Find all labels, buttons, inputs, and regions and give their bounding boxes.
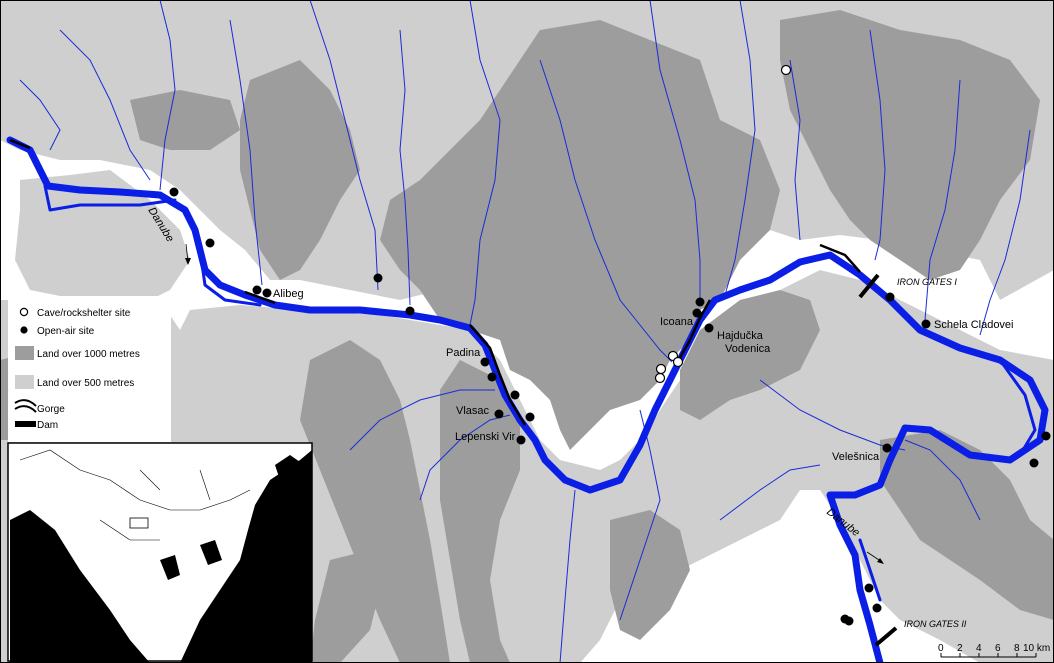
legend: Cave/rockshelter site Open-air site Land… xyxy=(8,296,171,442)
gorge-icon xyxy=(14,399,37,413)
cave-sites xyxy=(654,64,792,384)
open-air-site xyxy=(864,583,874,593)
site-labels: Alibeg Padina Vlasac Lepenski Vir Icoana… xyxy=(273,288,1014,463)
dark-grey-swatch xyxy=(15,346,34,360)
scale-tick-2: 2 xyxy=(957,643,963,654)
legend-box xyxy=(8,296,171,442)
scale-bar: 0 2 4 6 8 10 km xyxy=(938,643,1050,658)
open-air-site xyxy=(252,285,262,295)
legend-label-dam: Dam xyxy=(37,420,58,431)
iron-gates-ii-dam xyxy=(874,626,898,647)
cave-site xyxy=(780,64,792,76)
site-label-vlasac: Vlasac xyxy=(456,405,490,417)
iron-gates-i-dam xyxy=(858,273,880,299)
flow-arrowhead-lower xyxy=(877,558,884,564)
inset-locator-map xyxy=(7,442,313,663)
site-label-lepenski-vir: Lepenski Vir xyxy=(455,431,516,443)
open-air-site xyxy=(692,308,702,318)
open-circle-icon xyxy=(19,307,29,317)
legend-label-open-air: Open-air site xyxy=(37,326,95,337)
open-air-site xyxy=(704,323,714,333)
inset-sea-details xyxy=(160,455,300,580)
open-air-site xyxy=(1029,458,1039,468)
legend-label-land-500: Land over 500 metres xyxy=(37,378,134,389)
open-air-site xyxy=(695,297,705,307)
open-air-site xyxy=(262,288,272,298)
site-label-vodenica: Vodenica xyxy=(725,343,771,355)
open-air-site xyxy=(525,412,535,422)
open-air-site xyxy=(205,238,215,248)
dam-label-iron-gates-ii: IRON GATES II xyxy=(904,619,967,629)
cave-site xyxy=(672,356,684,368)
dam-icon xyxy=(15,421,36,427)
scale-tick-0: 0 xyxy=(938,643,944,654)
tributary-network xyxy=(19,0,1031,663)
gorge-sections xyxy=(9,138,861,426)
scale-tick-8: 8 xyxy=(1014,643,1020,654)
open-air-site xyxy=(373,273,383,283)
inset-sea xyxy=(10,450,312,663)
light-grey-swatch xyxy=(15,375,34,389)
flow-arrowhead-upper xyxy=(185,258,191,265)
scale-tick-10km: 10 km xyxy=(1023,643,1050,654)
site-label-velesnica: Velešnica xyxy=(832,451,880,463)
inset-borders xyxy=(19,449,251,541)
site-label-schela-cladovei: Schela Cladovei xyxy=(934,319,1014,331)
open-air-site xyxy=(494,409,504,419)
open-air-site xyxy=(885,292,895,302)
cave-site xyxy=(655,363,667,375)
open-air-site xyxy=(872,603,882,613)
site-label-hajducka: Hajdučka xyxy=(717,330,764,342)
open-air-site xyxy=(405,306,415,316)
legend-label-gorge: Gorge xyxy=(37,404,65,415)
open-air-sites xyxy=(169,187,1051,626)
inset-study-area-marker xyxy=(129,517,149,529)
open-air-site xyxy=(882,443,892,453)
scale-tick-4: 4 xyxy=(976,643,982,654)
legend-label-cave: Cave/rockshelter site xyxy=(37,308,131,319)
legend-label-land-1000: Land over 1000 metres xyxy=(37,349,140,360)
open-air-site xyxy=(516,435,526,445)
open-air-site xyxy=(1041,431,1051,441)
cave-site xyxy=(654,372,666,384)
site-label-icoana: Icoana xyxy=(660,316,694,328)
open-air-site xyxy=(510,390,520,400)
open-air-site xyxy=(169,187,179,197)
open-air-site xyxy=(921,319,931,329)
filled-circle-icon xyxy=(20,326,28,334)
open-air-site xyxy=(480,357,490,367)
dam-label-iron-gates-i: IRON GATES I xyxy=(897,277,957,287)
site-label-alibeg: Alibeg xyxy=(273,288,304,300)
scale-tick-6: 6 xyxy=(995,643,1001,654)
dams xyxy=(858,273,898,647)
open-air-site xyxy=(487,372,497,382)
site-label-padina: Padina xyxy=(446,347,481,359)
danube-river xyxy=(6,136,1049,663)
open-air-site xyxy=(844,616,854,626)
